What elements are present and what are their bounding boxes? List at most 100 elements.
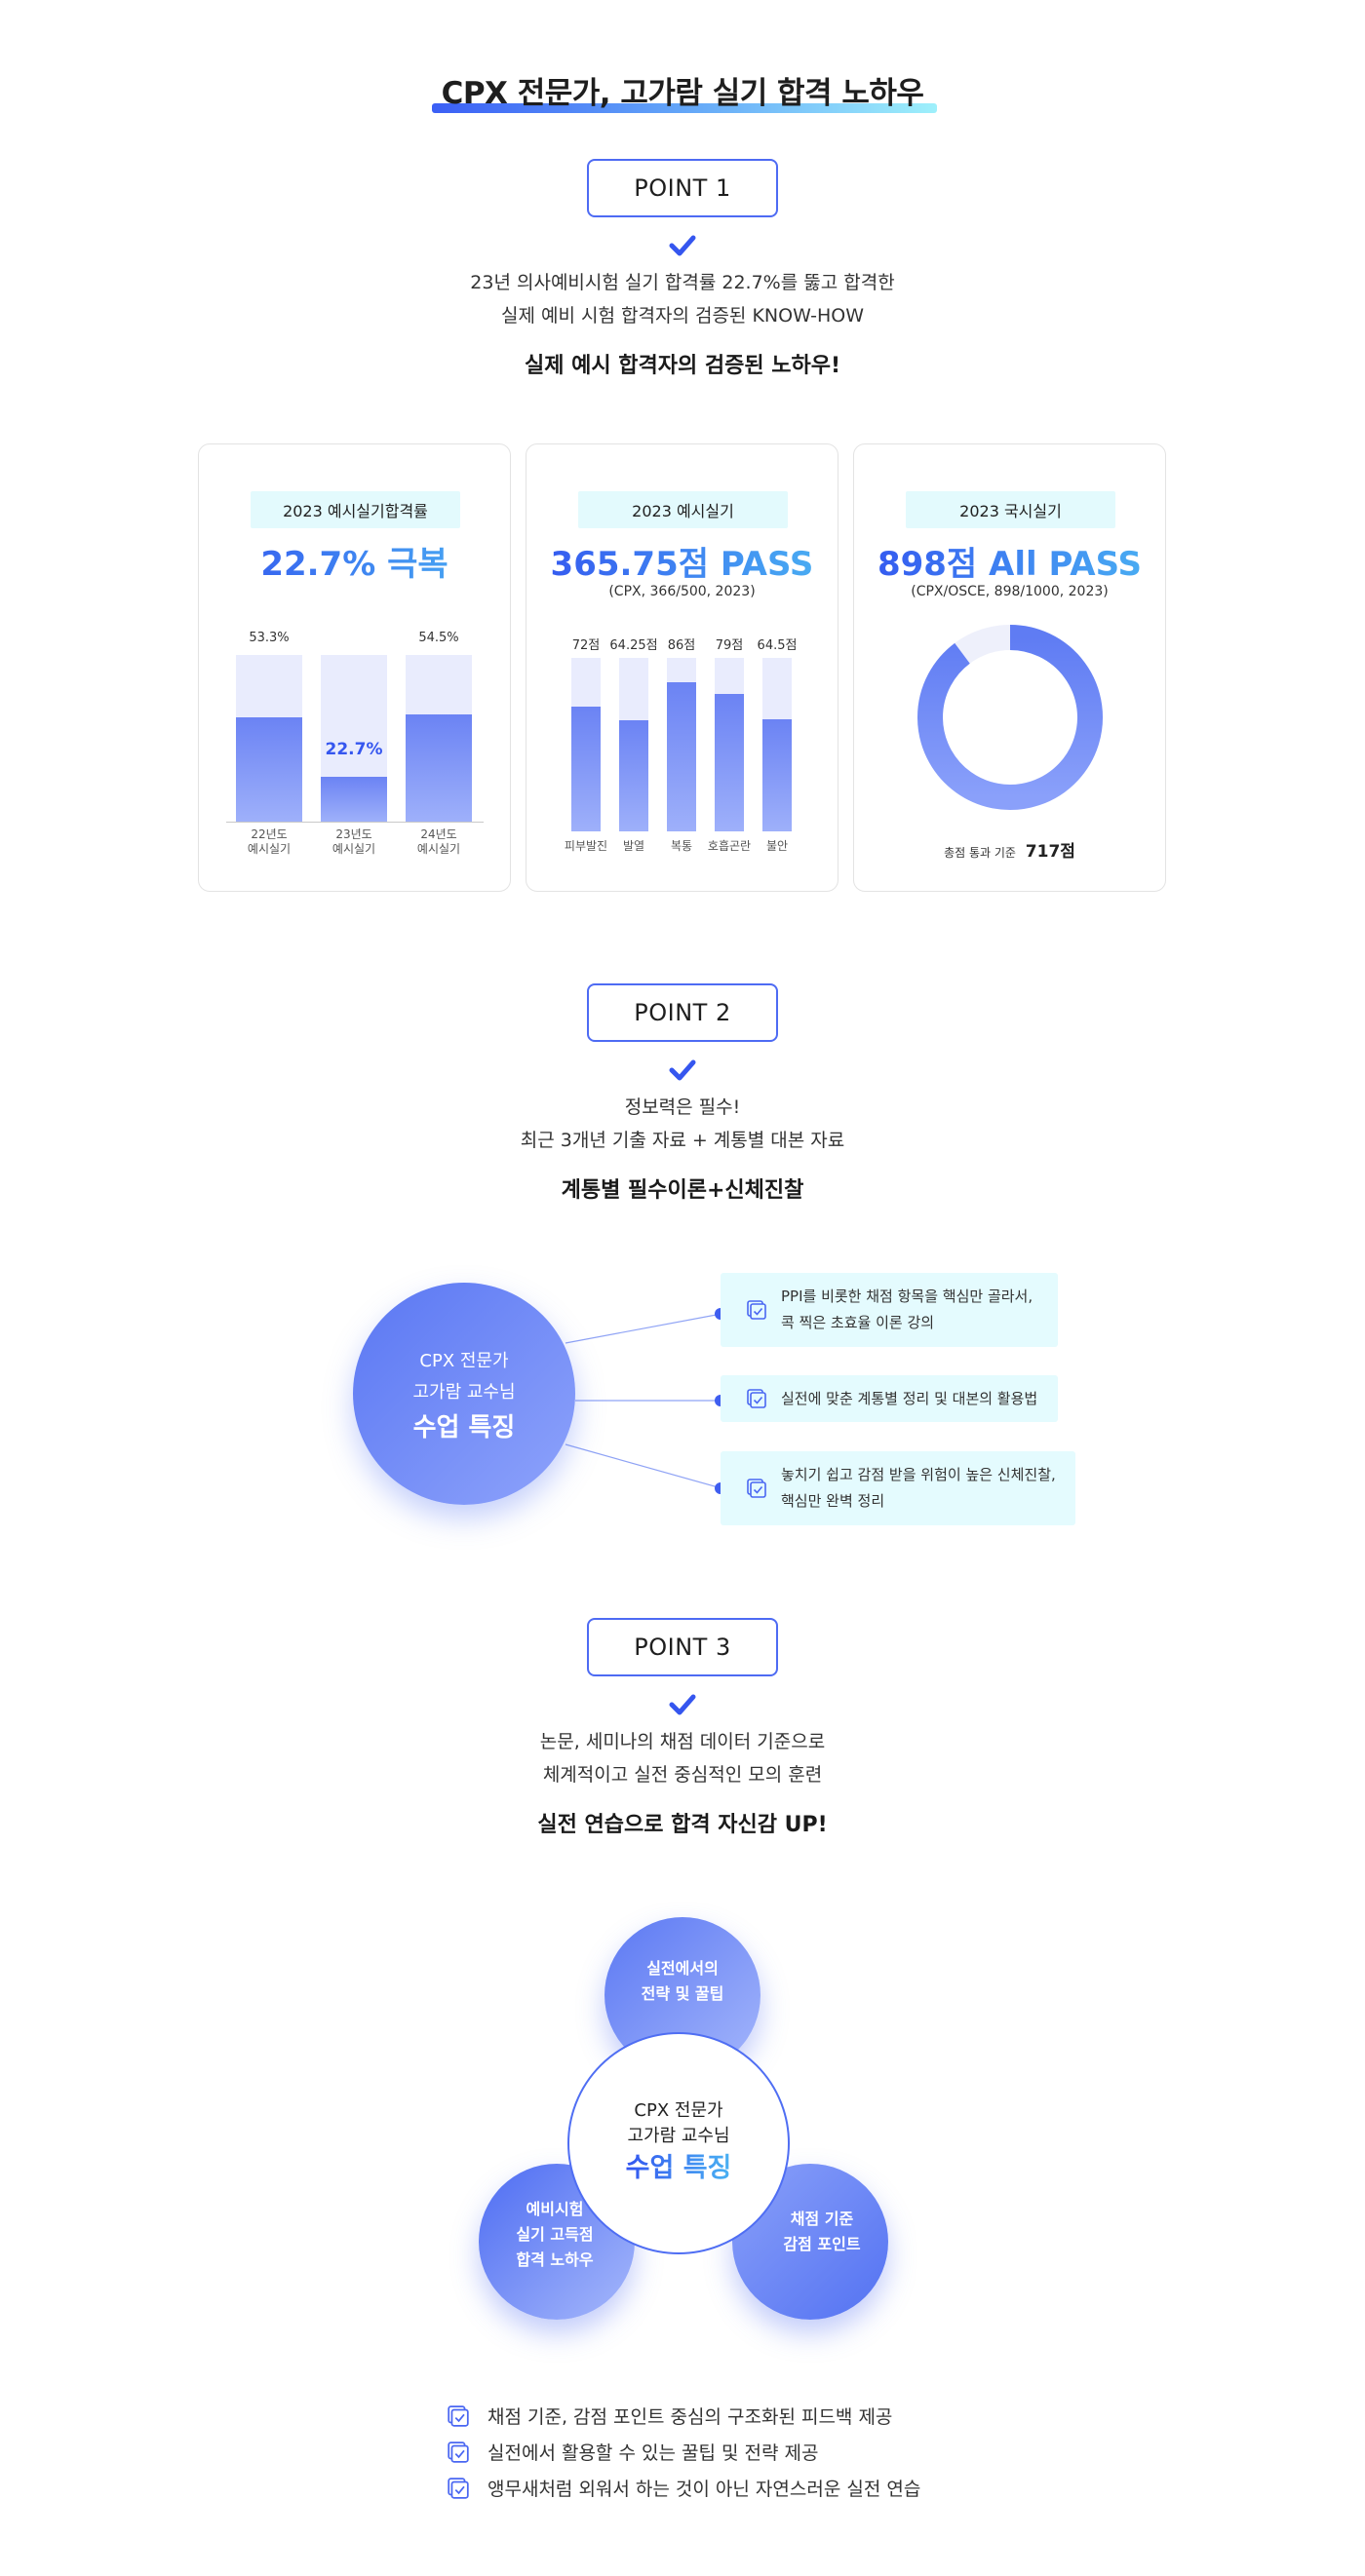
chart-axis xyxy=(226,822,484,823)
blob-line-3: 합격 노하우 xyxy=(516,2250,594,2269)
bar-track xyxy=(321,655,387,822)
point-1-desc-2: 실제 예비 시험 합격자의 검증된 KNOW-HOW xyxy=(501,305,864,327)
connector-line xyxy=(565,1313,722,1344)
point-3-badge: POINT 3 xyxy=(587,1618,778,1676)
point-2-desc-2: 최근 3개년 기출 자료 + 계통별 대본 자료 xyxy=(520,1130,845,1151)
point-1-headline: 실제 예시 합격자의 검증된 노하우! xyxy=(524,354,841,378)
bar-track xyxy=(236,655,302,822)
bar-category-label: 불안 xyxy=(765,839,789,853)
card-label: 2023 예시실기 xyxy=(578,491,788,528)
feature-text-1: 실전에 맞춘 계통별 정리 및 대본의 활용법 xyxy=(781,1389,1038,1407)
check-icon xyxy=(669,1059,696,1081)
card-big-value: 898점 All PASS xyxy=(854,537,1165,585)
bar-category-label: 호흡곤란 xyxy=(707,839,752,853)
bar-value-label: 64.5점 xyxy=(757,638,798,653)
feedback-item: 채점 기준, 감점 포인트 중심의 구조화된 피드백 제공 xyxy=(447,2403,892,2428)
feature-text-2: 콕 찍은 초효율 이론 강의 xyxy=(781,1314,935,1331)
bar-track xyxy=(667,658,696,831)
checklist-icon xyxy=(747,1300,766,1320)
bar-value-label: 22.7% xyxy=(325,740,383,760)
check-icon xyxy=(669,1694,696,1715)
bar-track xyxy=(406,655,472,822)
bar xyxy=(406,714,472,822)
card-exam-score: 2023 예시실기 365.75점 PASS (CPX, 366/500, 20… xyxy=(526,443,838,892)
bar-value-label: 54.5% xyxy=(418,631,459,645)
bar-value-label: 72점 xyxy=(571,638,601,653)
bar-track xyxy=(619,658,648,831)
donut-score-arc xyxy=(917,625,1103,810)
donut-caption-value: 717점 xyxy=(1025,842,1075,862)
card-sub: (CPX, 366/500, 2023) xyxy=(608,584,756,599)
center-line-3: 수업 특징 xyxy=(626,2149,732,2188)
blob-line-2: 전략 및 꿀팁 xyxy=(641,1984,724,2003)
card-sub: (CPX/OSCE, 898/1000, 2023) xyxy=(911,584,1109,599)
circle-line-1: CPX 전문가 xyxy=(419,1351,509,1371)
feedback-item: 앵무새처럼 외워서 하는 것이 아닌 자연스러운 실전 연습 xyxy=(447,2475,920,2500)
bar-value-label: 86점 xyxy=(667,638,696,653)
checklist-icon xyxy=(448,2441,469,2463)
feature-text-2: 핵심만 완벽 정리 xyxy=(781,1492,885,1510)
blob-line-2: 실기 고득점 xyxy=(516,2225,594,2244)
score-donut-chart xyxy=(917,625,1103,810)
bar xyxy=(619,719,648,831)
bar xyxy=(321,777,387,822)
bar-value-label: 64.25점 xyxy=(609,638,658,653)
blob-line-1: 채점 기준 xyxy=(790,2210,854,2228)
feedback-item: 실전에서 활용할 수 있는 꿀팁 및 전략 제공 xyxy=(447,2439,818,2464)
bar-track xyxy=(715,658,744,831)
blob-line-1: 실전에서의 xyxy=(646,1959,719,1978)
card-big-value: 365.75점 PASS xyxy=(526,537,838,585)
bar-category-label: 발열 xyxy=(622,839,645,853)
page-title: CPX 전문가, 고가람 실기 합격 노하우 xyxy=(441,76,924,111)
bar-track xyxy=(571,658,601,831)
title-underline xyxy=(432,103,937,113)
donut-caption: 총점 통과 기준 xyxy=(944,846,1016,860)
feedback-text: 채점 기준, 감점 포인트 중심의 구조화된 피드백 제공 xyxy=(488,2405,893,2428)
point-2-badge: POINT 2 xyxy=(587,983,778,1042)
bar xyxy=(236,716,302,822)
page-title-wrap: CPX 전문가, 고가람 실기 합격 노하우 xyxy=(0,68,1365,112)
feature-text-1: 놓치기 쉽고 감점 받을 위험이 높은 신체진찰, xyxy=(781,1466,1056,1483)
checklist-icon xyxy=(448,2478,469,2499)
bar xyxy=(715,694,744,831)
bar-category-label: 피부발진 xyxy=(564,839,608,853)
point-2-headline: 계통별 필수이론+신체진찰 xyxy=(561,1178,804,1203)
feedback-text: 실전에서 활용할 수 있는 꿀팁 및 전략 제공 xyxy=(488,2441,819,2464)
point-2-desc-1: 정보력은 필수! xyxy=(624,1096,741,1118)
checklist-icon xyxy=(448,2405,469,2427)
donut-caption-row: 총점 통과 기준 717점 xyxy=(854,837,1165,862)
feature-text-1: PPI를 비롯한 채점 항목을 핵심만 골라서, xyxy=(781,1288,1034,1305)
feature-box: 실전에 맞춘 계통별 정리 및 대본의 활용법 xyxy=(721,1375,1058,1422)
feedback-text: 앵무새처럼 외워서 하는 것이 아닌 자연스러운 실전 연습 xyxy=(488,2478,921,2500)
connector-line xyxy=(565,1443,722,1489)
point-3-desc-2: 체계적이고 실전 중심적인 모의 훈련 xyxy=(542,1764,823,1786)
bar-value-label: 79점 xyxy=(715,638,744,653)
point-1-badge: POINT 1 xyxy=(587,159,778,217)
feature-box: PPI를 비롯한 채점 항목을 핵심만 골라서, 콕 찍은 초효율 이론 강의 xyxy=(721,1273,1058,1347)
card-national-exam: 2023 국시실기 898점 All PASS (CPX/OSCE, 898/1… xyxy=(853,443,1166,892)
blob-line-2: 감점 포인트 xyxy=(783,2235,861,2253)
circle-line-3: 수업 특징 xyxy=(412,1413,516,1442)
connector-lines xyxy=(565,1313,722,1489)
bar xyxy=(762,719,792,831)
center-line-1: CPX 전문가 xyxy=(634,2100,723,2121)
point-3-headline: 실전 연습으로 합격 자신감 UP! xyxy=(537,1813,828,1837)
bar-value-label: 53.3% xyxy=(249,631,290,645)
checklist-icon xyxy=(747,1389,766,1408)
bar xyxy=(571,706,601,831)
feature-box: 놓치기 쉽고 감점 받을 위험이 높은 신체진찰, 핵심만 완벽 정리 xyxy=(721,1451,1075,1525)
card-label: 2023 예시실기합격률 xyxy=(251,491,460,528)
blob-line-1: 예비시험 xyxy=(526,2200,584,2218)
check-icon xyxy=(669,235,696,256)
checklist-icon xyxy=(747,1479,766,1498)
bar-category-label: 복통 xyxy=(670,839,693,853)
circle-line-2: 고가람 교수님 xyxy=(412,1382,516,1403)
center-line-2: 고가람 교수님 xyxy=(627,2126,730,2146)
card-big-value: 22.7% 극복 xyxy=(199,537,510,585)
point-3-desc-1: 논문, 세미나의 채점 데이터 기준으로 xyxy=(539,1731,826,1752)
class-feature-center-circle: CPX 전문가 고가람 교수님 수업 특징 xyxy=(567,2032,790,2254)
